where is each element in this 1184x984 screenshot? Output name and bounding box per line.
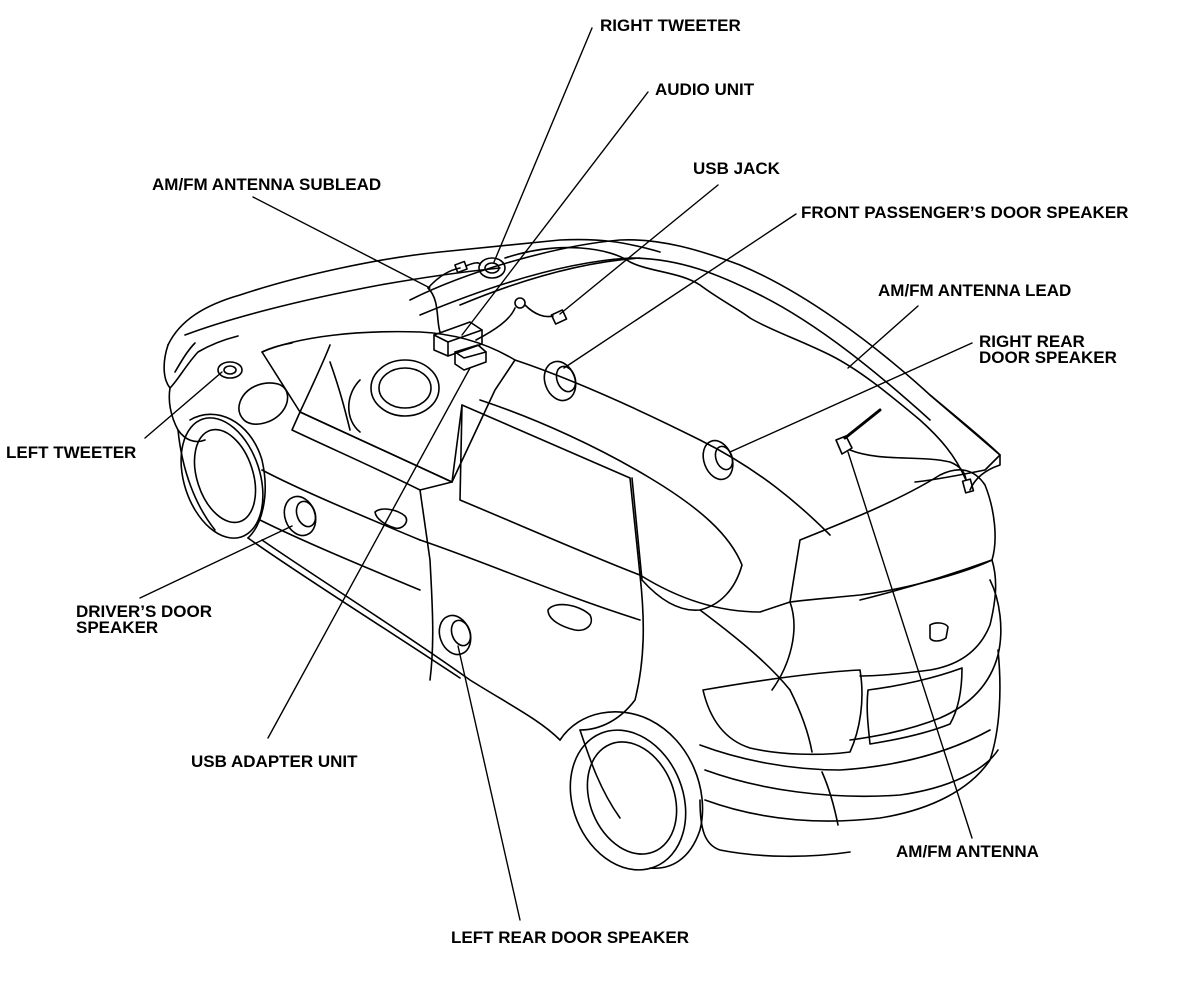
label-drivers-door-speaker-line1: DRIVER’S DOOR xyxy=(76,602,213,621)
label-usb-adapter-unit: USB ADAPTER UNIT xyxy=(191,752,358,771)
label-am-fm-antenna: AM/FM ANTENNA xyxy=(896,842,1039,861)
leader-lines xyxy=(139,27,973,921)
label-left-tweeter: LEFT TWEETER xyxy=(6,443,137,462)
label-usb-jack: USB JACK xyxy=(693,159,780,178)
label-am-fm-antenna-lead: AM/FM ANTENNA LEAD xyxy=(878,281,1072,300)
label-right-rear-door-speaker-line1: RIGHT REAR xyxy=(979,332,1085,351)
label-am-fm-antenna-sublead: AM/FM ANTENNA SUBLEAD xyxy=(152,175,382,194)
label-left-rear-door-speaker: LEFT REAR DOOR SPEAKER xyxy=(451,928,690,947)
wiring xyxy=(427,246,967,481)
components xyxy=(217,257,975,656)
label-right-rear-door-speaker-line2: DOOR SPEAKER xyxy=(979,348,1117,367)
label-audio-unit: AUDIO UNIT xyxy=(655,80,755,99)
label-drivers-door-speaker-line2: SPEAKER xyxy=(76,618,159,637)
label-front-passengers-door-speaker: FRONT PASSENGER’S DOOR SPEAKER xyxy=(801,203,1129,222)
label-right-tweeter: RIGHT TWEETER xyxy=(600,16,741,35)
car-body xyxy=(163,238,1002,871)
